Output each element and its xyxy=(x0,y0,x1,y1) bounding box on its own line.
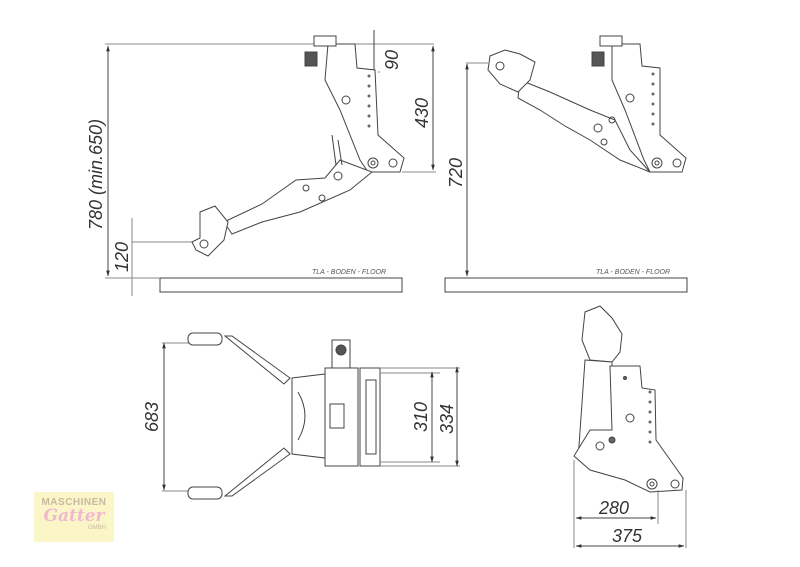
dim-780: 780 (min.650) xyxy=(86,119,106,230)
dim-310: 310 xyxy=(411,402,431,432)
floor-slab xyxy=(159,277,403,293)
dim-430: 430 xyxy=(412,98,432,128)
logo-line3: GMBH xyxy=(88,525,106,531)
side-view-lowered xyxy=(105,30,436,296)
floor-label-2: TLA - BODEN - FLOOR xyxy=(596,269,670,276)
side-view-folded xyxy=(573,305,687,548)
floor-slab xyxy=(444,277,688,293)
top-view xyxy=(162,332,460,500)
dim-720: 720 xyxy=(446,158,466,188)
dim-375: 375 xyxy=(612,526,643,546)
logo-line2: Gatter xyxy=(43,506,105,526)
company-logo: MASCHINEN Gatter GMBH xyxy=(34,492,114,542)
dim-683: 683 xyxy=(142,402,162,432)
side-view-raised xyxy=(444,35,688,293)
dim-334: 334 xyxy=(437,404,457,434)
dim-120: 120 xyxy=(112,242,132,272)
logo-line1: MASCHINEN xyxy=(41,497,107,508)
dim-280: 280 xyxy=(598,498,629,518)
floor-label-1: TLA - BODEN - FLOOR xyxy=(312,269,386,276)
dim-90: 90 xyxy=(382,50,402,70)
